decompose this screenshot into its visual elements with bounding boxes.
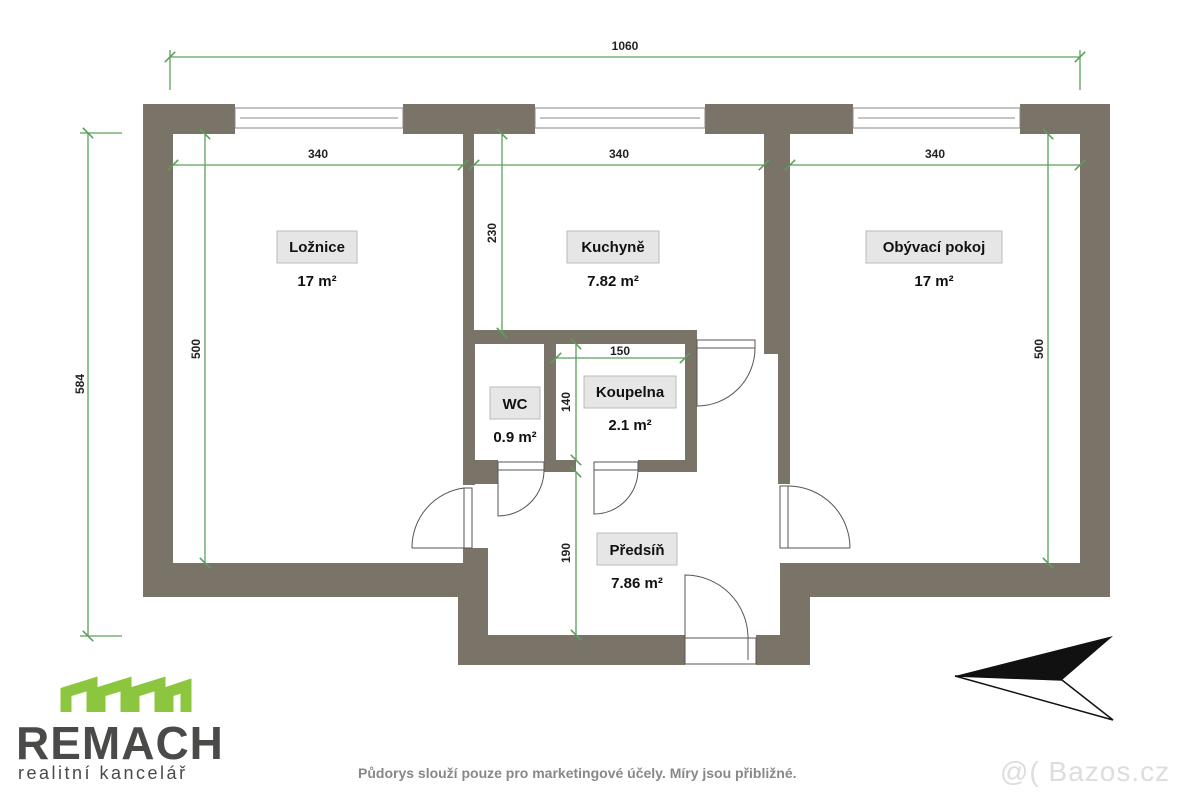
wall-hall-stub	[463, 548, 488, 563]
wall-int-1	[463, 134, 474, 484]
walls	[143, 104, 1110, 665]
wall-block-stub	[463, 472, 498, 484]
label-bg-koupelna	[583, 375, 677, 409]
dimension-lines	[80, 50, 1086, 642]
dim-hall-height: 190	[559, 543, 573, 563]
disclaimer-text: Půdorys slouží pouze pro marketingové úč…	[358, 765, 797, 781]
label-bg-predsin	[596, 532, 678, 566]
dim-room-height-right: 500	[1032, 339, 1046, 359]
dim-room-height-left: 500	[189, 339, 203, 359]
wall-kitchen-bottom	[474, 330, 697, 344]
wall-int-2	[764, 134, 790, 354]
room-area-obyvaci: 17 m²	[914, 273, 953, 290]
wall-block-bottom-1	[463, 460, 498, 472]
wall-bottom-right	[780, 563, 1110, 597]
label-bg-wc	[489, 386, 541, 420]
watermark-text: @( Bazos.cz	[1000, 756, 1171, 787]
dim-room-width-right: 340	[925, 147, 945, 161]
room-name-obyvaci: Obývací pokoj	[883, 239, 986, 256]
room-name-predsin: Předsíň	[609, 542, 664, 559]
wall-right	[1080, 104, 1110, 597]
wall-block-bottom-2	[544, 460, 576, 472]
dim-bathroom-height: 140	[559, 392, 573, 412]
room-name-loznice: Ložnice	[289, 239, 345, 256]
doors	[411, 339, 851, 665]
dim-kitchen-height: 230	[485, 223, 499, 243]
windows	[234, 107, 1021, 129]
dim-total-height: 584	[73, 374, 87, 394]
room-name-wc: WC	[503, 396, 528, 413]
room-name-kuchyne: Kuchyně	[581, 239, 644, 256]
room-labels: Ložnice 17 m² Kuchyně 7.82 m² Obývací po…	[276, 230, 1003, 592]
room-area-wc: 0.9 m²	[493, 429, 536, 446]
wall-block-bottom-3	[638, 460, 697, 472]
logo-house-icon	[60, 676, 192, 712]
dim-total-width: 1060	[612, 39, 639, 53]
room-area-predsin: 7.86 m²	[611, 575, 663, 592]
room-name-koupelna: Koupelna	[596, 384, 665, 401]
dim-room-width-left: 340	[308, 147, 328, 161]
wall-left	[143, 104, 173, 597]
company-tagline: realitní kancelář	[18, 763, 188, 783]
company-logo-text: REMACH	[16, 717, 224, 769]
dim-bathroom-width: 150	[610, 344, 630, 358]
room-area-koupelna: 2.1 m²	[608, 417, 651, 434]
wall-top-mid2	[705, 104, 853, 134]
wall-wc-bath-div	[544, 344, 556, 472]
wall-int-2b	[778, 354, 790, 484]
wall-hall-bottom	[458, 635, 685, 665]
wall-bath-right	[685, 330, 697, 472]
label-bg-obyvaci	[865, 230, 1003, 264]
wall-top-mid	[403, 104, 535, 134]
north-arrow-icon	[954, 636, 1114, 721]
wall-wc-left	[463, 330, 475, 485]
room-area-kuchyne: 7.82 m²	[587, 273, 639, 290]
wall-hall-right	[780, 563, 810, 665]
dim-room-width-middle: 340	[609, 147, 629, 161]
label-bg-kuchyne	[566, 230, 660, 264]
room-area-loznice: 17 m²	[297, 273, 336, 290]
wall-bottom-left	[143, 563, 487, 597]
dimension-labels: 1060 584 340 340 340 500 500 230 150 140…	[73, 39, 1046, 563]
label-bg-loznice	[276, 230, 358, 264]
